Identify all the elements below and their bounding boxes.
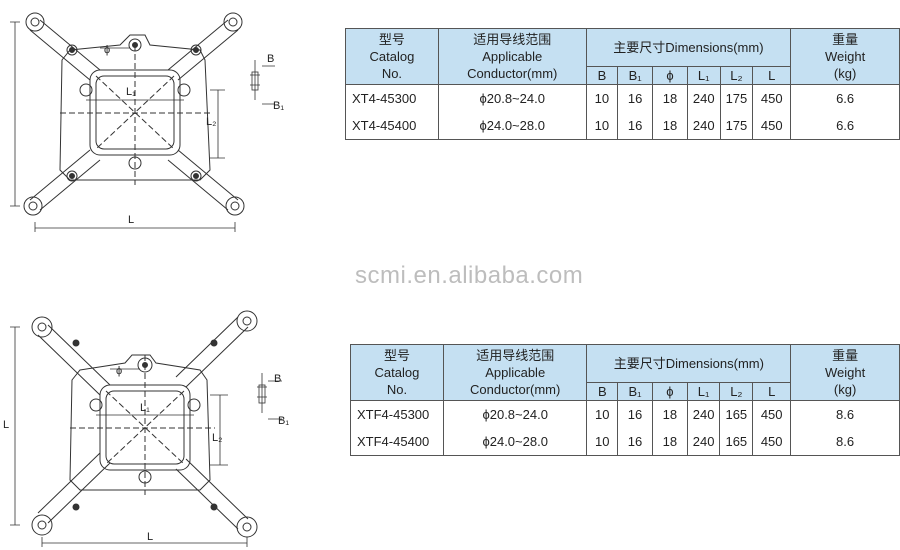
cell-b: 10 [586, 428, 619, 456]
cell-conductor: ϕ20.8~24.0 [442, 400, 588, 428]
cell-l2: 175 [719, 112, 754, 140]
label-l-vertical-bottom: L [3, 419, 10, 431]
table-row: XT4-45300 ϕ20.8~24.0 10 16 18 240 175 45… [345, 84, 900, 112]
cell-l2: 175 [719, 84, 754, 112]
cell-catalog: XT4-45300 [345, 84, 439, 112]
table-row: XTF4-45300 ϕ20.8~24.0 10 16 18 240 165 4… [350, 400, 900, 428]
label-l1-bottom: L₁ [140, 402, 150, 414]
header-dimensions: 主要尺寸Dimensions(mm) [586, 344, 792, 383]
cell-l1: 240 [686, 428, 721, 456]
header-col-phi: ϕ [652, 66, 688, 85]
label-l2-top: L₂ [206, 116, 217, 128]
label-l1-top: L₁ [126, 86, 136, 98]
label-b-bottom: B [274, 373, 282, 385]
cell-b: 10 [585, 112, 619, 140]
header-weight: 重量 Weight (kg) [790, 28, 900, 85]
cell-phi: 18 [651, 400, 688, 428]
spec-table-top: 型号 Catalog No. 适用导线范围 Applicable Conduct… [345, 28, 900, 140]
cell-catalog: XTF4-45400 [350, 428, 444, 456]
header-catalog: 型号 Catalog No. [350, 344, 444, 401]
cell-b1: 16 [617, 400, 653, 428]
label-l-bottom: L [147, 531, 154, 543]
header-dimensions: 主要尺寸Dimensions(mm) [585, 28, 792, 67]
header-col-l2: L₂ [719, 382, 754, 401]
label-b-top: B [267, 53, 275, 65]
label-l-top: L [128, 214, 135, 226]
header-col-l1: L₁ [686, 382, 721, 401]
cell-b1: 16 [617, 112, 654, 140]
cell-phi: 18 [652, 112, 688, 140]
header-col-phi: ϕ [651, 382, 688, 401]
header-weight: 重量 Weight (kg) [790, 344, 900, 401]
cell-b: 10 [585, 84, 619, 112]
label-phi-top: ϕ [104, 44, 111, 56]
label-phi-bottom: ϕ [116, 365, 123, 377]
label-b1-top: B₁ [273, 100, 285, 112]
header-conductor: 适用导线范围 Applicable Conductor(mm) [442, 344, 588, 401]
table-row: XTF4-45400 ϕ24.0~28.0 10 16 18 240 165 4… [350, 428, 900, 456]
spacer-drawing-bottom [10, 310, 282, 547]
cell-conductor: ϕ24.0~28.0 [437, 112, 587, 140]
header-col-l: L [752, 382, 792, 401]
cell-weight: 6.6 [790, 84, 900, 112]
cell-phi: 18 [652, 84, 688, 112]
spacer-drawing-top [10, 12, 275, 232]
header-col-l: L [752, 66, 792, 85]
cell-weight: 8.6 [790, 400, 900, 428]
cell-l1: 240 [686, 84, 721, 112]
cell-phi: 18 [651, 428, 688, 456]
table-row: XT4-45400 ϕ24.0~28.0 10 16 18 240 175 45… [345, 112, 900, 140]
cell-weight: 6.6 [790, 112, 900, 140]
cell-conductor: ϕ20.8~24.0 [437, 84, 587, 112]
label-b1-bottom: B₁ [278, 415, 290, 427]
header-col-b: B [586, 382, 619, 401]
watermark: scmi.en.alibaba.com [355, 262, 584, 289]
cell-b: 10 [586, 400, 619, 428]
cell-l: 450 [752, 400, 792, 428]
header-col-b1: B₁ [617, 66, 654, 85]
header-conductor: 适用导线范围 Applicable Conductor(mm) [437, 28, 587, 85]
cell-l: 450 [752, 84, 792, 112]
cell-catalog: XTF4-45300 [350, 400, 444, 428]
cell-l2: 165 [719, 428, 754, 456]
cell-l1: 240 [686, 400, 721, 428]
header-col-l1: L₁ [686, 66, 721, 85]
label-l2-bottom: L₂ [212, 432, 223, 444]
cell-l1: 240 [686, 112, 721, 140]
cell-l: 450 [752, 112, 792, 140]
header-catalog: 型号 Catalog No. [345, 28, 439, 85]
cell-catalog: XT4-45400 [345, 112, 439, 140]
cell-l2: 165 [719, 400, 754, 428]
cell-weight: 8.6 [790, 428, 900, 456]
header-col-b: B [585, 66, 619, 85]
cell-b1: 16 [617, 84, 654, 112]
spec-table-bottom: 型号 Catalog No. 适用导线范围 Applicable Conduct… [350, 344, 900, 456]
cell-conductor: ϕ24.0~28.0 [442, 428, 588, 456]
cell-l: 450 [752, 428, 792, 456]
cell-b1: 16 [617, 428, 653, 456]
header-col-l2: L₂ [719, 66, 754, 85]
header-col-b1: B₁ [617, 382, 653, 401]
